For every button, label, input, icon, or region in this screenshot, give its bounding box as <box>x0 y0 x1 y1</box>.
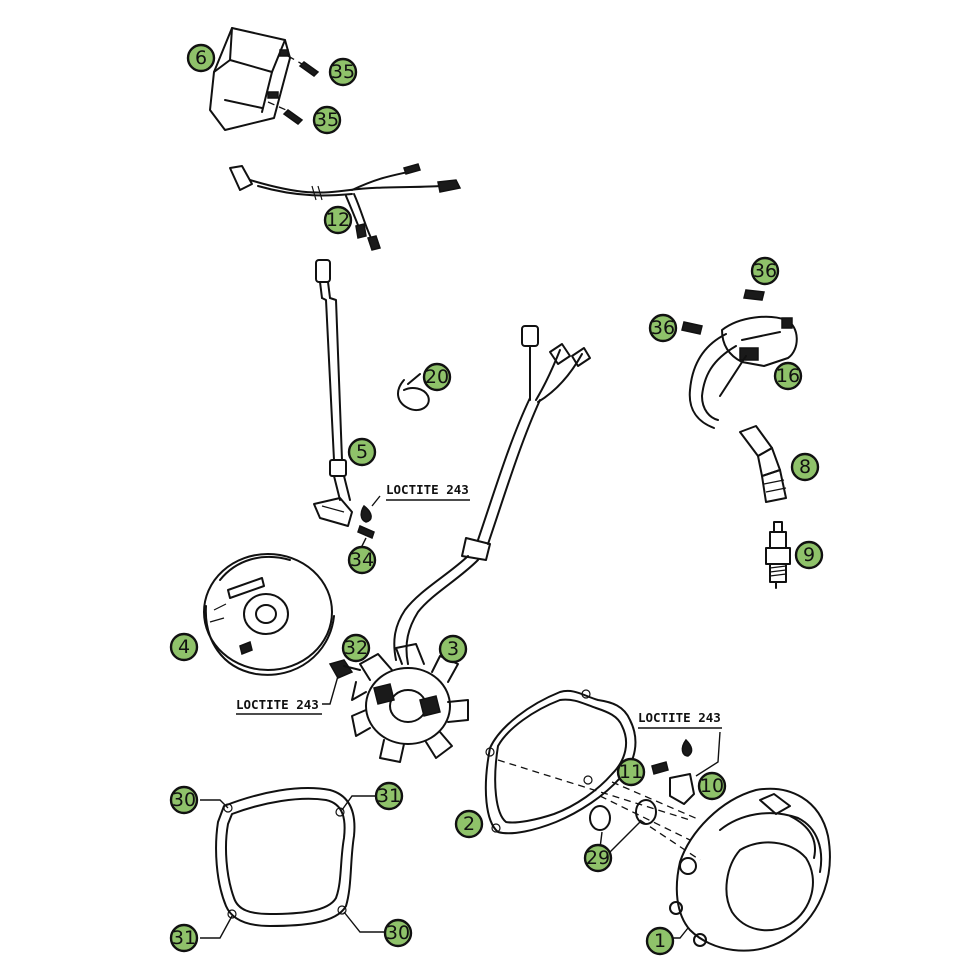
callout-label: 1 <box>654 930 666 952</box>
spark-plug-cap-drawing <box>739 425 787 503</box>
callout-8: 8 <box>790 452 820 482</box>
callout-4: 4 <box>169 632 199 662</box>
callout-20: 20 <box>422 362 452 392</box>
callout-label: 16 <box>776 365 800 387</box>
cover-gasket-drawing <box>484 689 637 835</box>
callout-label: 12 <box>326 209 350 231</box>
cable-strap-drawing <box>397 373 430 412</box>
screw-35a-drawing <box>287 55 320 77</box>
callout-label: 36 <box>651 317 675 339</box>
callout-30a: 30 <box>169 785 199 815</box>
callout-12: 12 <box>323 205 353 235</box>
callout-label: 30 <box>172 789 196 811</box>
callout-9: 9 <box>794 540 824 570</box>
callout-36b: 36 <box>648 313 678 343</box>
callout-label: 29 <box>586 847 610 869</box>
callout-35a: 35 <box>328 57 358 87</box>
generator-cover-drawing <box>669 787 831 952</box>
callout-3: 3 <box>438 634 468 664</box>
callout-35b: 35 <box>312 105 342 135</box>
spark-plug-drawing <box>765 521 791 589</box>
stator-drawing <box>351 643 469 763</box>
callout-31b: 31 <box>169 923 199 953</box>
callout-10: 10 <box>697 771 727 801</box>
loctite-note-text: LOCTITE 243 <box>638 710 721 725</box>
screw-34-drawing <box>357 504 375 540</box>
callout-6: 6 <box>186 43 216 73</box>
callout-label: 5 <box>356 441 368 463</box>
clip-10-drawing <box>669 773 695 805</box>
screw-11-drawing <box>651 738 693 775</box>
callout-label: 6 <box>195 47 207 69</box>
callout-31a: 31 <box>374 781 404 811</box>
callout-label: 11 <box>619 761 643 783</box>
callout-1: 1 <box>645 926 675 956</box>
callout-label: 20 <box>425 366 449 388</box>
ignition-coil-drawing <box>688 315 798 429</box>
callout-label: 34 <box>350 549 374 571</box>
callout-label: 8 <box>799 456 811 478</box>
assembly-lines <box>497 759 701 861</box>
callout-label: 3 <box>447 638 459 660</box>
crankcase-gasket-drawing <box>215 787 356 927</box>
dowel-pins-drawing <box>589 799 657 831</box>
callout-label: 36 <box>753 260 777 282</box>
cdi-unit-drawing <box>209 27 291 131</box>
flywheel-drawing <box>203 553 335 676</box>
callout-label: 32 <box>344 637 368 659</box>
callout-label: 31 <box>377 785 401 807</box>
callout-30b: 30 <box>383 918 413 948</box>
callout-label: 10 <box>700 775 724 797</box>
callout-2: 2 <box>454 809 484 839</box>
callout-label: 35 <box>315 109 339 131</box>
nut-32-drawing <box>328 659 361 679</box>
callout-5: 5 <box>347 437 377 467</box>
callout-label: 35 <box>331 61 355 83</box>
callout-29: 29 <box>583 843 613 873</box>
callout-36a: 36 <box>750 256 780 286</box>
loctite-note-text: LOCTITE 243 <box>236 697 319 712</box>
loctite-note-text: LOCTITE 243 <box>386 482 469 497</box>
screw-35b-drawing <box>267 101 304 125</box>
callout-label: 2 <box>463 813 475 835</box>
callout-34: 34 <box>347 545 377 575</box>
loctite-note-3: LOCTITE 243 <box>638 710 722 729</box>
callout-label: 4 <box>178 636 190 658</box>
callout-16: 16 <box>773 361 803 391</box>
callout-label: 31 <box>172 927 196 949</box>
screw-36a-drawing <box>743 289 765 301</box>
ignition-cable-drawing <box>313 259 353 527</box>
loctite-note-1: LOCTITE 243 <box>386 482 470 501</box>
screw-36b-drawing <box>681 321 703 335</box>
callout-11: 11 <box>616 757 646 787</box>
loctite-note-2: LOCTITE 243 <box>236 697 322 715</box>
wiring-harness-drawing <box>229 163 462 251</box>
callout-32: 32 <box>341 633 371 663</box>
callout-label: 9 <box>803 544 815 566</box>
callout-label: 30 <box>386 922 410 944</box>
